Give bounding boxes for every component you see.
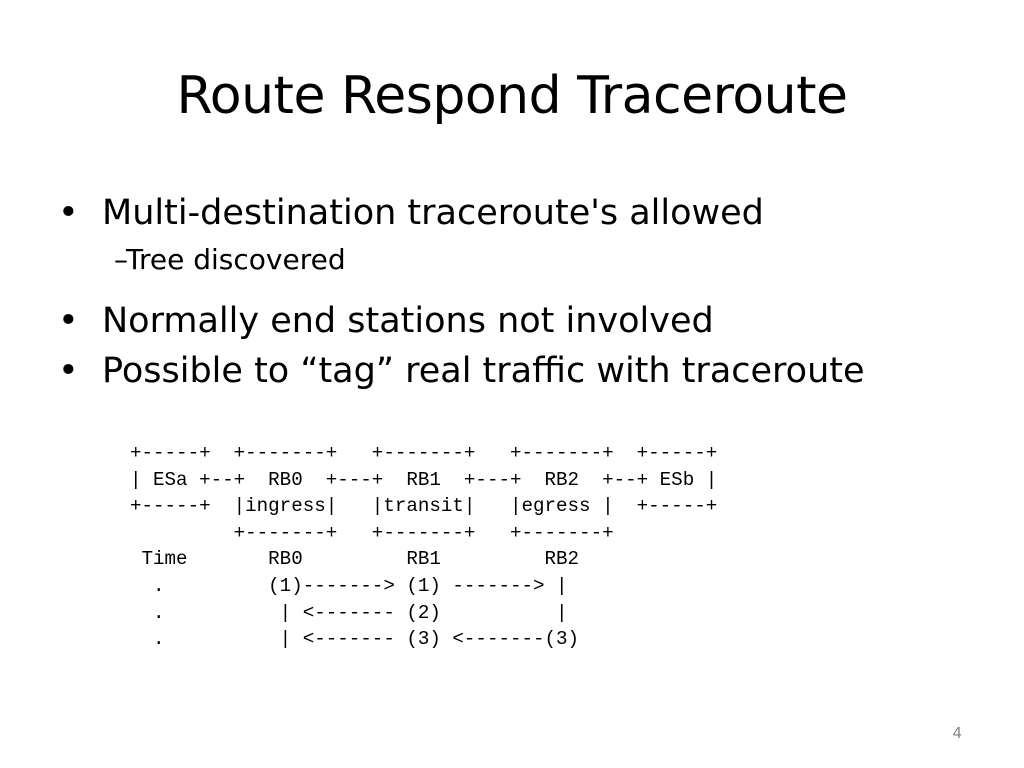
- slide-title: Route Respond Traceroute: [176, 66, 848, 126]
- bullet-list: Multi-destination traceroute's allowed –…: [58, 188, 998, 396]
- bullet-item: Multi-destination traceroute's allowed: [58, 188, 998, 238]
- bullet-text: Multi-destination traceroute's allowed: [102, 193, 764, 233]
- diagram-line: . | <------- (2) |: [130, 601, 568, 624]
- diagram-line: +-----+ +-------+ +-------+ +-------+ +-…: [130, 442, 718, 464]
- bullet-text: Possible to “tag” real traffic with trac…: [102, 351, 865, 391]
- bullet-item: Normally end stations not involved: [58, 296, 998, 346]
- sub-bullet-text: Tree discovered: [126, 243, 346, 276]
- diagram-line: +-------+ +-------+ +-------+: [130, 521, 614, 544]
- ascii-topology-diagram: +-----+ +-------+ +-------+ +-------+ +-…: [130, 440, 717, 653]
- diagram-line: +-----+ |ingress| |transit| |egress | +-…: [130, 495, 718, 518]
- diagram-line: . (1)-------> (1) -------> |: [130, 574, 568, 597]
- diagram-line: Time RB0 RB1 RB2: [130, 548, 580, 571]
- diagram-line: | ESa +--+ RB0 +---+ RB1 +---+ RB2 +--+ …: [130, 468, 718, 491]
- dash-marker: –: [114, 243, 128, 276]
- bullet-text: Normally end stations not involved: [102, 301, 714, 341]
- diagram-line: . | <------- (3) <-------(3): [130, 628, 580, 651]
- bullet-item: Possible to “tag” real traffic with trac…: [58, 346, 998, 396]
- page-number: 4: [952, 724, 962, 742]
- sub-bullet-item: – Tree discovered: [58, 238, 998, 282]
